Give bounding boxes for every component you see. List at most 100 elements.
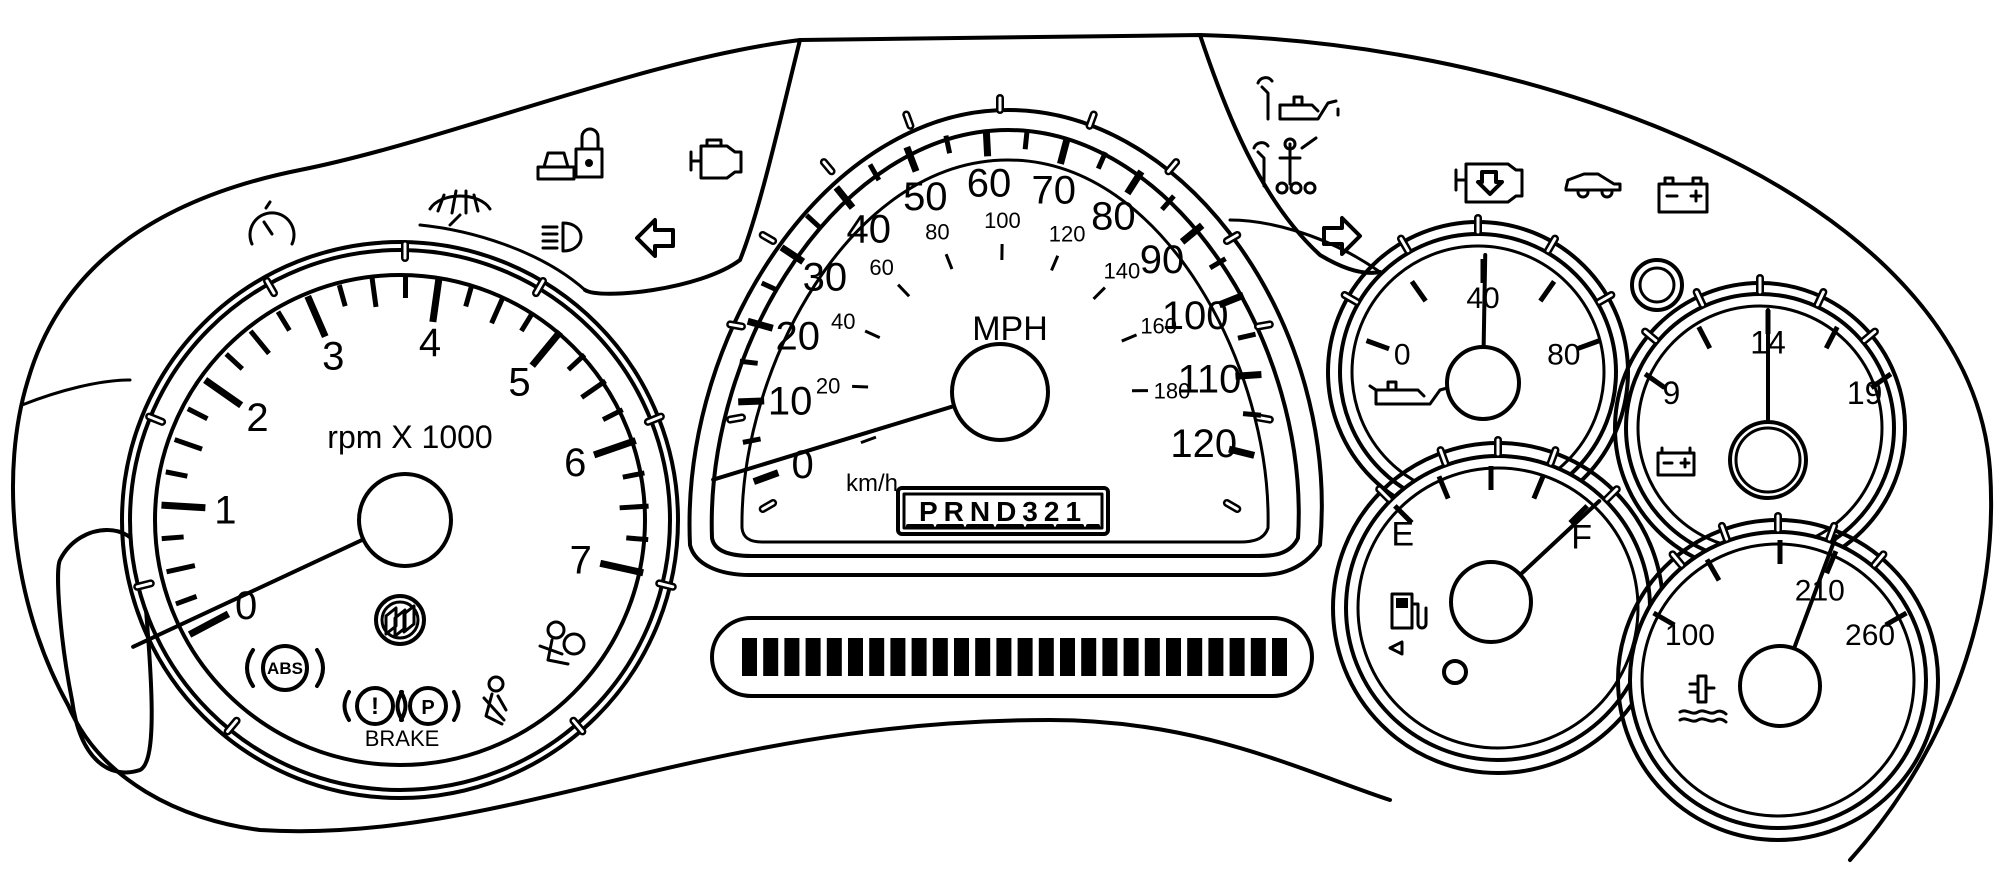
mph-minor-tick (1022, 131, 1030, 150)
bezel-notch-inner (1399, 237, 1410, 253)
kmh-label: 80 (925, 220, 949, 245)
tach-scale-label: 4 (419, 321, 441, 365)
bezel-notch-inner (571, 719, 584, 733)
lcd-segment (826, 638, 842, 676)
battery-small-icon (1656, 446, 1696, 477)
lcd-segment (975, 638, 991, 676)
security-lock-icon (536, 127, 604, 181)
volt-tick (1869, 371, 1893, 390)
bezel-notch-inner (1088, 113, 1096, 128)
bezel-notch-inner (728, 415, 744, 422)
bezel-notch-inner (761, 501, 775, 511)
mph-label: 40 (847, 207, 892, 251)
fuel-label: E (1391, 515, 1414, 553)
tach-major-tick (529, 329, 563, 368)
tach-minor-tick (175, 594, 198, 607)
tach-minor-tick (622, 470, 645, 480)
bezel-notch-inner (657, 581, 675, 589)
temp-label: 260 (1845, 619, 1895, 652)
tach-minor-tick (619, 503, 649, 511)
mph-major-tick (738, 397, 765, 406)
bezel-notch-inner (646, 415, 663, 424)
tach-scale-label: 5 (508, 361, 530, 405)
lcd-segment (1187, 638, 1203, 676)
kmh-tick (852, 384, 869, 389)
bezel-notch-inner (1549, 448, 1557, 465)
lcd-segment (784, 638, 800, 676)
lcd-segment (1144, 638, 1160, 676)
brake-warning-label: BRAKE (365, 726, 440, 751)
lcd-segment (869, 638, 885, 676)
mph-label: 110 (1178, 357, 1242, 401)
lcd-segment-bar (742, 638, 1287, 676)
tach-minor-tick (463, 284, 475, 308)
mph-major-tick (746, 317, 774, 332)
kmh-tick (897, 283, 911, 298)
speedometer-unit-label: MPH (972, 310, 1048, 348)
mph-minor-tick (1208, 256, 1227, 271)
mph-minor-tick (867, 163, 882, 182)
service-vehicle-icon (1252, 136, 1318, 195)
kmh-label: 100 (984, 208, 1021, 233)
vehicle-shape-icon (1564, 172, 1622, 199)
parking-brake-label: P (421, 697, 434, 719)
bezel-notch-inner (1720, 524, 1729, 541)
mph-minor-tick (804, 213, 822, 230)
volt-tick (1696, 325, 1713, 350)
lcd-segment (1208, 638, 1224, 676)
lcd-segment (1038, 638, 1054, 676)
tach-minor-tick (165, 469, 188, 479)
volt-tick (1823, 325, 1840, 350)
lcd-segment (1081, 638, 1097, 676)
odometer-display-frame (710, 616, 1314, 698)
parking-brake-icon: P (395, 686, 461, 726)
tach-major-tick (187, 610, 231, 638)
mph-label: 80 (1091, 195, 1136, 239)
oil-label: 80 (1547, 338, 1580, 371)
tach-major-tick (203, 377, 244, 409)
mph-major-tick (903, 145, 920, 173)
tach-minor-tick (519, 310, 536, 333)
tach-minor-tick (489, 295, 506, 325)
low-fuel-icon (1388, 592, 1428, 656)
tach-scale-label: 7 (570, 538, 592, 582)
oil-label: 0 (1394, 338, 1411, 371)
lcd-segment (1123, 638, 1139, 676)
voltmeter-hub (1728, 420, 1808, 500)
tach-major-tick (599, 559, 644, 577)
bezel-notch-inner (1695, 290, 1705, 307)
lcd-segment (848, 638, 863, 676)
mph-label: 30 (803, 255, 848, 299)
bezel-notch-inner (135, 581, 153, 589)
mph-label: 10 (768, 379, 813, 423)
mph-major-tick (1218, 292, 1245, 309)
bezel-notch-inner (1815, 290, 1825, 307)
bezel-notch-inner (1827, 524, 1836, 541)
tachometer-needle (131, 521, 400, 649)
wiper-washer-icon (428, 189, 492, 227)
tach-major-tick (429, 277, 443, 323)
tach-scale-label: 6 (564, 441, 586, 485)
bezel-notch-inner (728, 322, 744, 329)
lcd-segment (742, 638, 757, 676)
brake-exclamation: ! (371, 693, 379, 720)
speedometer-hub (950, 342, 1050, 442)
kmh-label: 180 (1154, 378, 1191, 403)
indicator-row (248, 76, 1709, 312)
lcd-segment (805, 638, 821, 676)
tach-minor-tick (626, 535, 649, 543)
bezel-notch-inner (265, 279, 276, 295)
volt-tick (1643, 371, 1667, 390)
fuel-label: F (1571, 518, 1592, 556)
temp-tick (1884, 610, 1908, 628)
oil-tick (1538, 279, 1557, 303)
tach-minor-tick (248, 329, 271, 356)
oil-pressure-hub (1445, 345, 1521, 421)
mph-minor-tick (739, 358, 758, 366)
battery-icon (1657, 176, 1709, 214)
kmh-tick (1050, 255, 1060, 272)
